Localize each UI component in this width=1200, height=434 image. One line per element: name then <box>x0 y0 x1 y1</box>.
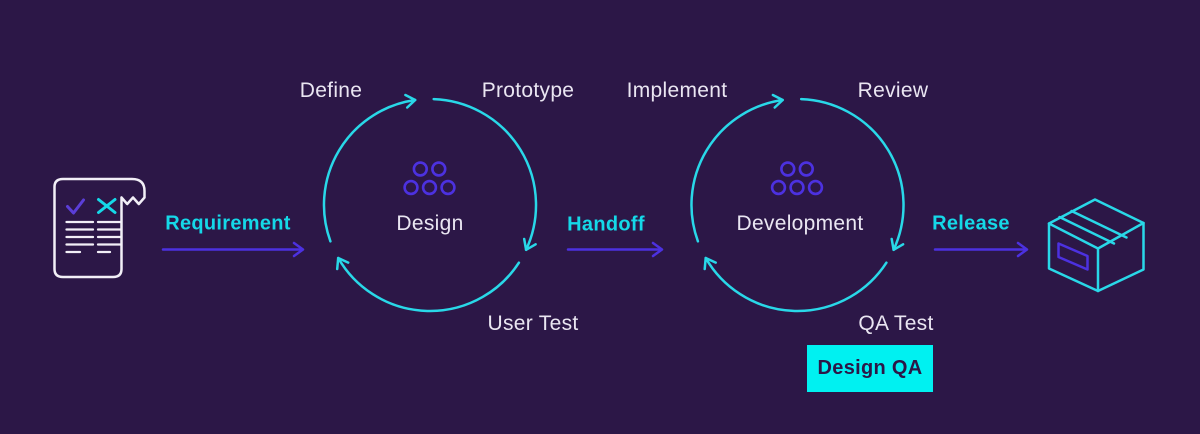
box-left-face <box>1047 222 1100 293</box>
document-icon <box>53 177 146 279</box>
arrow-head <box>335 256 350 271</box>
handoff-arrow <box>566 241 664 258</box>
document-paper-outline <box>53 177 146 279</box>
development-step-review: Review <box>857 79 929 102</box>
arrow-head <box>703 256 717 271</box>
release-arrow <box>933 241 1029 258</box>
design-qa-badge: Design QA <box>807 345 933 392</box>
requirement-label: Requirement <box>165 212 291 235</box>
arrow-head <box>404 93 417 109</box>
package-box-icon <box>1047 198 1145 293</box>
box-label <box>1057 242 1089 271</box>
development-cycle-ring <box>690 93 905 313</box>
design-step-user-test: User Test <box>487 312 579 335</box>
arrow-head <box>771 93 784 109</box>
cycle-arc <box>799 97 905 252</box>
design-qa-badge-label: Design QA <box>817 357 923 379</box>
release-label: Release <box>932 212 1010 235</box>
dots-cluster-icon <box>770 161 824 196</box>
cycle-arc <box>336 256 521 313</box>
development-cycle-title: Development <box>736 212 864 235</box>
design-step-prototype: Prototype <box>481 79 575 102</box>
box-right-face <box>1096 221 1145 293</box>
cycle-arc <box>690 98 784 243</box>
design-step-define: Define <box>299 79 363 102</box>
cycle-arc <box>704 256 888 313</box>
design-cycle-ring <box>322 93 538 313</box>
arrow-head <box>1016 241 1029 258</box>
check-icon <box>66 198 85 215</box>
document-text-lines <box>65 220 123 254</box>
design-cycle-title: Design <box>396 212 464 235</box>
cycle-arc <box>432 97 538 252</box>
cycle-arc <box>322 98 417 243</box>
handoff-label: Handoff <box>567 213 645 236</box>
x-icon <box>97 198 117 214</box>
box-lid-seam <box>1058 209 1128 245</box>
requirement-arrow <box>161 241 305 258</box>
arrow-head <box>890 237 905 252</box>
arrow-head <box>522 237 537 252</box>
arrow-head <box>651 241 664 258</box>
dots-cluster-icon <box>403 161 456 196</box>
development-step-implement: Implement <box>626 79 728 102</box>
arrow-head <box>292 241 305 258</box>
development-step-qa-test: QA Test <box>858 312 934 335</box>
